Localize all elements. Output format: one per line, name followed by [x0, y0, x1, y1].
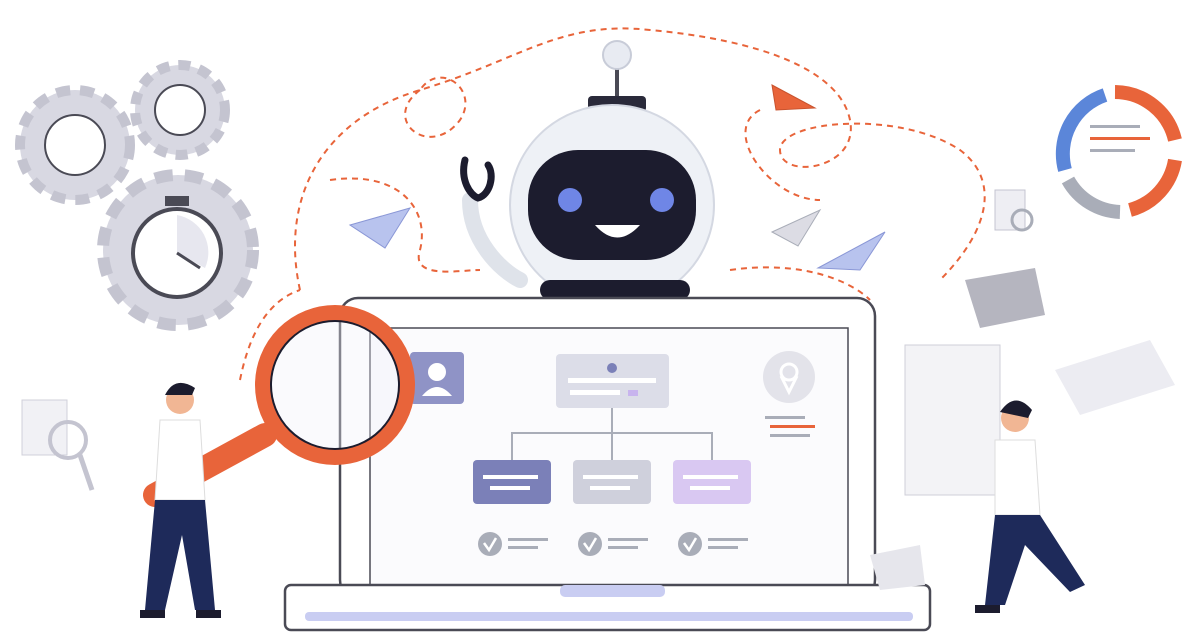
- child-card[interactable]: [573, 460, 651, 504]
- dashed-paths: [239, 27, 986, 381]
- paper-plane-icon: [348, 84, 886, 271]
- document-icon: [21, 189, 1175, 590]
- robot-icon: [460, 40, 715, 306]
- root-card[interactable]: [556, 354, 669, 408]
- person-left: [140, 382, 221, 618]
- check-icon: [678, 532, 748, 556]
- user-avatar-icon[interactable]: [410, 352, 464, 404]
- check-icon: [578, 532, 648, 556]
- child-card[interactable]: [473, 460, 551, 504]
- person-right: [975, 400, 1085, 613]
- stopwatch-icon: [131, 196, 223, 299]
- magnifier-icon[interactable]: [143, 305, 415, 507]
- location-pin-icon: [763, 351, 815, 437]
- cycle-arrows-icon: [1055, 85, 1182, 219]
- gear-icon: [15, 85, 135, 205]
- tree-connectors: [511, 408, 713, 460]
- gear-icon: [130, 60, 230, 160]
- child-card[interactable]: [673, 460, 751, 504]
- check-icon: [478, 532, 548, 556]
